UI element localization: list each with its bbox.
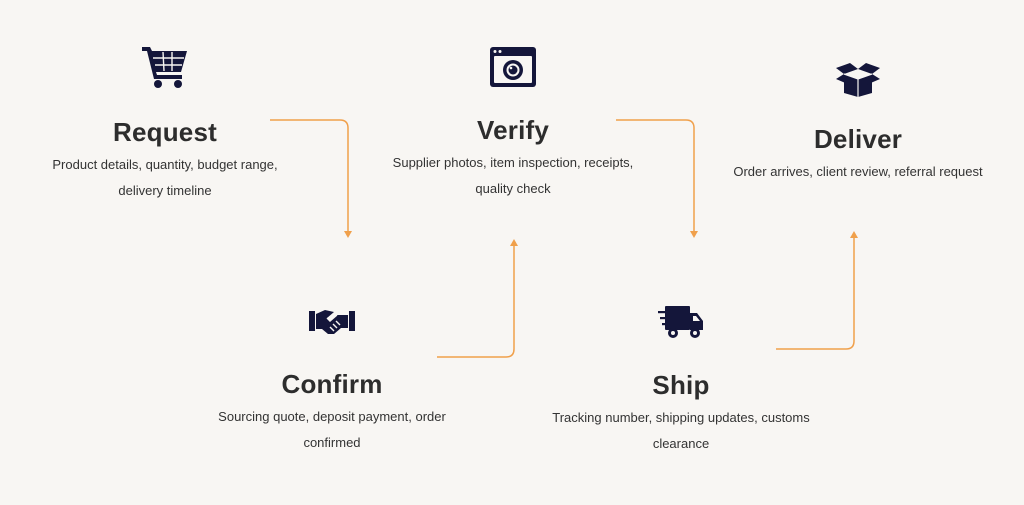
connector-request-to-confirm [270, 119, 349, 232]
step-description-line-1: Order arrives, client review, referral r… [733, 164, 983, 179]
step-request: Request Product details, quantity, budge… [45, 44, 285, 204]
camera-window-icon [490, 47, 536, 87]
step-title: Deliver [813, 124, 903, 154]
step-description-line-1: Product details, quantity, budget range, [52, 157, 278, 172]
step-deliver: Deliver Order arrives, client review, re… [723, 62, 993, 185]
open-box-icon [836, 63, 880, 97]
step-verify: Verify Supplier photos, item inspection,… [383, 46, 643, 202]
step-description-line-2: delivery timeline [118, 183, 212, 198]
step-title: Verify [476, 115, 550, 145]
step-description-line-1: Sourcing quote, deposit payment, order [218, 409, 446, 424]
step-description-line-2: confirmed [303, 435, 361, 450]
handshake-icon [309, 310, 355, 334]
step-title: Confirm [281, 369, 383, 399]
arrowhead-up-1 [510, 239, 518, 246]
delivery-truck-icon [658, 306, 703, 338]
connector-confirm-to-verify [437, 246, 515, 358]
arrowhead-down-1 [344, 231, 352, 238]
step-ship: Ship Tracking number, shipping updates, … [551, 304, 811, 457]
step-description-line-1: Supplier photos, item inspection, receip… [392, 155, 634, 170]
step-confirm: Confirm Sourcing quote, deposit payment,… [212, 306, 452, 456]
step-description-line-2: clearance [652, 436, 710, 451]
connector-ship-to-deliver [776, 238, 855, 350]
step-description-line-1: Tracking number, shipping updates, custo… [552, 410, 810, 425]
arrowhead-down-2 [690, 231, 698, 238]
shopping-cart-icon [142, 47, 187, 88]
step-description-line-2: quality check [475, 181, 551, 196]
connector-verify-to-ship [616, 119, 695, 232]
step-title: Request [113, 117, 217, 147]
arrowhead-up-2 [850, 231, 858, 238]
step-title: Ship [652, 370, 710, 400]
